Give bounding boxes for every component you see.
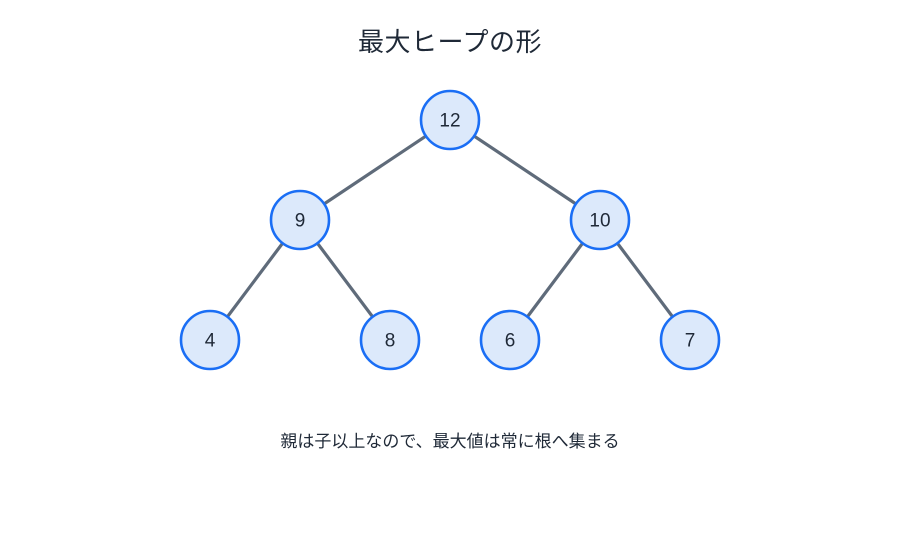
tree-node[interactable]: 9	[269, 189, 331, 251]
tree-node-circle	[569, 189, 631, 251]
figure-title: 最大ヒープの形	[358, 27, 542, 57]
tree-node[interactable]: 10	[569, 189, 631, 251]
tree-node-label: 7	[685, 331, 696, 352]
tree-node-label: 4	[205, 331, 216, 352]
tree-node-label: 8	[385, 331, 396, 352]
tree-node-circle	[659, 309, 721, 371]
tree-node-circle	[479, 309, 541, 371]
tree-node-circle	[179, 309, 241, 371]
tree-nodes: 12 9 10 4 8 6 7	[179, 89, 721, 371]
tree-node-label: 9	[295, 211, 306, 232]
tree-node-circle	[269, 189, 331, 251]
tree-node[interactable]: 8	[359, 309, 421, 371]
tree-node-label: 6	[505, 331, 516, 352]
tree-node-circle	[359, 309, 421, 371]
tree-node[interactable]: 4	[179, 309, 241, 371]
tree-node-label: 12	[439, 111, 460, 132]
tree-node[interactable]: 12	[419, 89, 481, 151]
figure-caption: 親は子以上なので、最大値は常に根へ集まる	[280, 432, 620, 451]
tree-node-label: 10	[589, 211, 610, 232]
tree-node-circle	[419, 89, 481, 151]
tree-node[interactable]: 6	[479, 309, 541, 371]
tree-node[interactable]: 7	[659, 309, 721, 371]
